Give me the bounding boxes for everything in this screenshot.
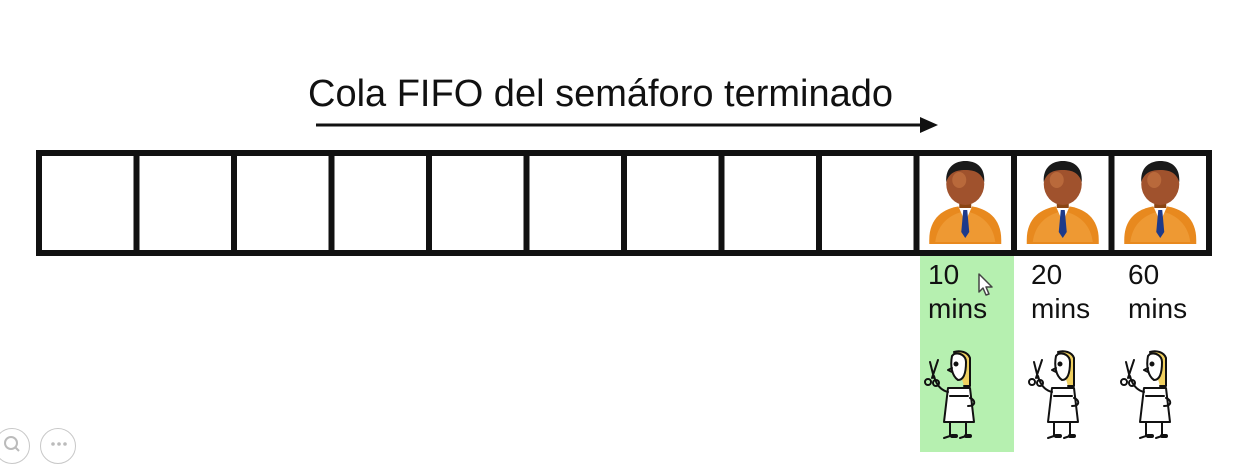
more-options-button[interactable] bbox=[40, 428, 76, 464]
wait-time-1-unit: mins bbox=[928, 293, 988, 324]
wait-time-1: 10 mins bbox=[928, 258, 1018, 326]
wait-time-2-number: 20 bbox=[1031, 259, 1063, 290]
fifo-queue bbox=[36, 150, 1212, 256]
person-icon bbox=[1124, 161, 1197, 244]
mouse-pointer-icon bbox=[978, 273, 993, 296]
person-icon bbox=[1026, 161, 1099, 244]
wait-time-3-number: 60 bbox=[1128, 259, 1160, 290]
wait-time-2-unit: mins bbox=[1031, 293, 1091, 324]
barber-with-scissors-icon bbox=[924, 350, 976, 439]
zoom-button[interactable] bbox=[0, 428, 30, 464]
fifo-direction-arrow bbox=[316, 117, 938, 133]
more-options-icon bbox=[51, 442, 67, 446]
barber-with-scissors-icon bbox=[1120, 350, 1172, 439]
barber-with-scissors-icon bbox=[1028, 350, 1080, 439]
diagram-title: Cola FIFO del semáforo terminado bbox=[308, 73, 894, 115]
wait-time-1-number: 10 bbox=[928, 259, 960, 290]
person-icon bbox=[929, 161, 1002, 244]
zoom-icon bbox=[4, 436, 20, 452]
wait-time-3-unit: mins bbox=[1128, 293, 1188, 324]
wait-time-3: 60 mins bbox=[1128, 258, 1218, 326]
wait-time-2: 20 mins bbox=[1031, 258, 1121, 326]
